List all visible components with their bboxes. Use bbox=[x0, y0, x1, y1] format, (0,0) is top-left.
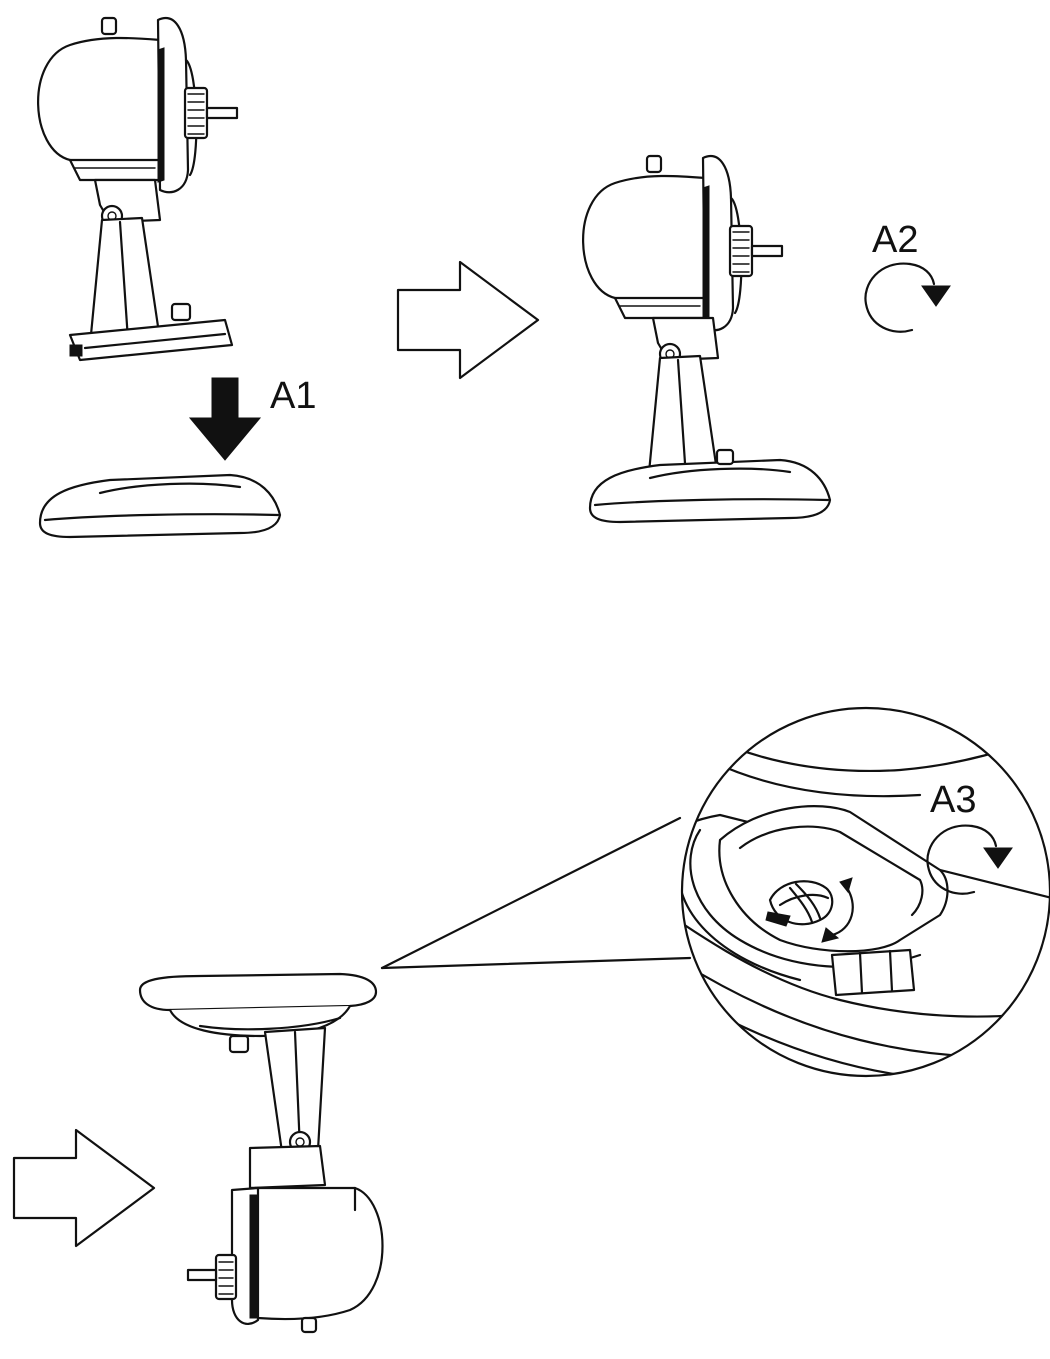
push-down-arrow-icon bbox=[188, 377, 262, 461]
camera-lifted-from-base bbox=[36, 16, 239, 362]
camera-ceiling-mounted bbox=[138, 972, 384, 1334]
step-arrow-icon-2 bbox=[12, 1128, 156, 1248]
camera-assembled-on-base bbox=[581, 154, 832, 524]
magnified-detail bbox=[680, 706, 1050, 1078]
label-a1: A1 bbox=[270, 375, 316, 417]
magnifier-callout-lines bbox=[380, 816, 692, 970]
screw-knob-icon bbox=[765, 880, 834, 927]
label-a2: A2 bbox=[872, 219, 918, 261]
label-a3: A3 bbox=[930, 779, 976, 821]
base-dome-step1 bbox=[38, 473, 282, 539]
rotate-cw-icon-a2 bbox=[864, 262, 952, 333]
step-arrow-icon-1 bbox=[396, 260, 540, 380]
